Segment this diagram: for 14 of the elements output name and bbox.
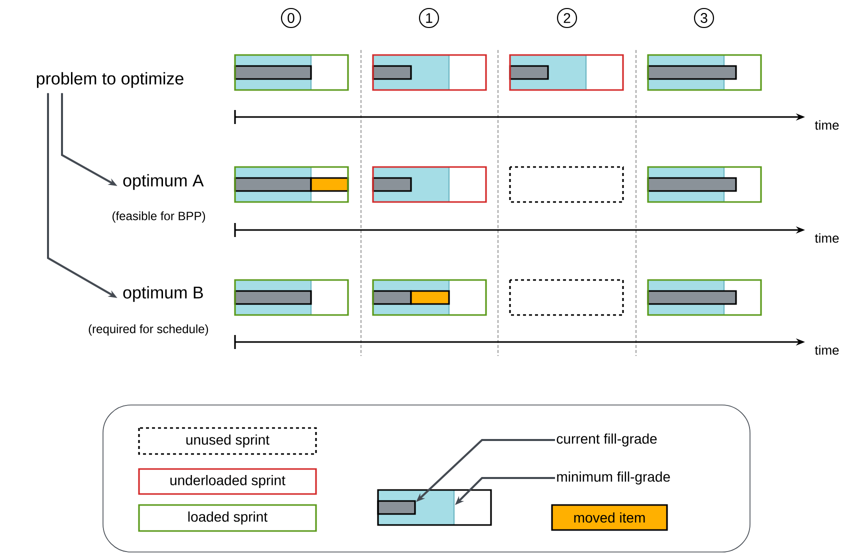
node-caption: (required for schedule) (88, 324, 208, 336)
circled-number: 3 (694, 8, 714, 28)
node-text: optimum B (123, 286, 203, 302)
node-text: problem to optimize (36, 72, 184, 88)
axis-label: time (814, 345, 839, 355)
node-text: minimum fill-grade (557, 471, 670, 485)
circled-number: 2 (556, 8, 578, 28)
circled-number: 1 (418, 8, 440, 28)
node-caption: (feasible for BPP) (112, 211, 206, 223)
axis-label: time (814, 233, 839, 243)
node-text: current fill-grade (556, 433, 657, 447)
circled-number: 0 (280, 8, 302, 28)
axis-label: time (814, 120, 839, 130)
node-text: optimum A (123, 174, 204, 190)
